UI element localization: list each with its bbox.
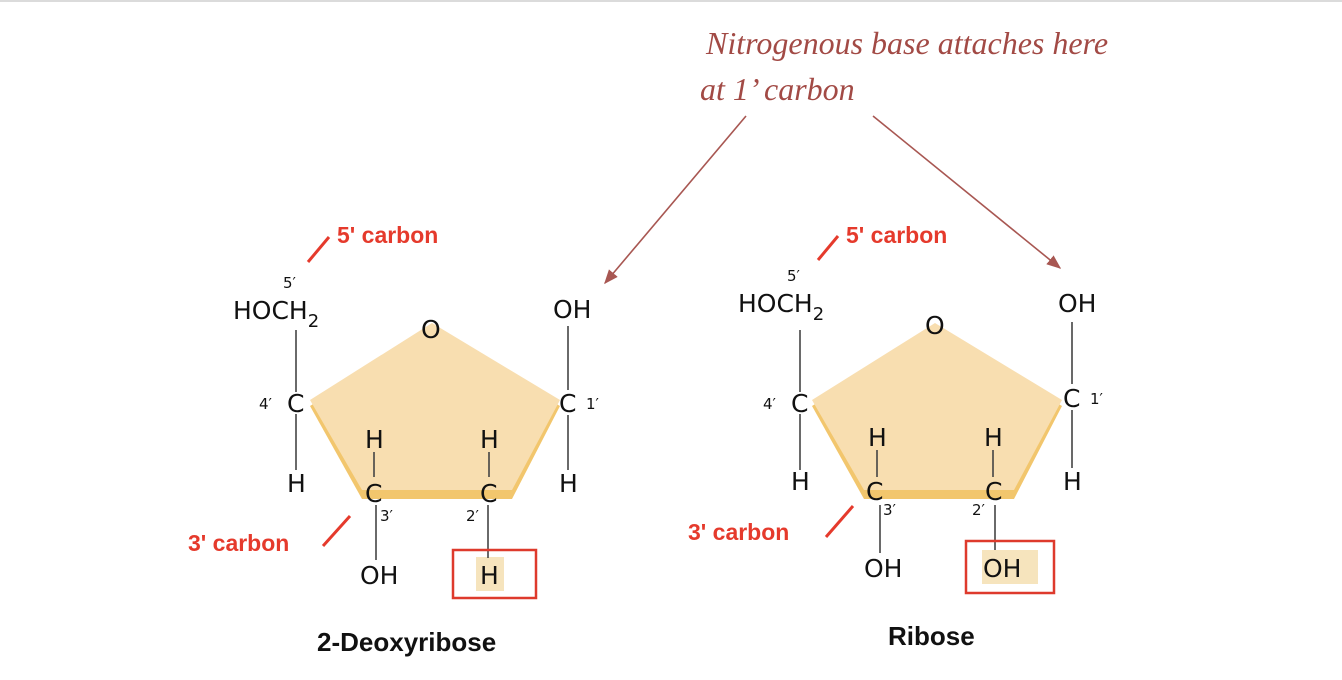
- ribose-c3-prime: 3′: [883, 501, 897, 519]
- deoxyribose-c2-prime: 2′: [466, 507, 480, 525]
- deoxyribose-c4-h: H: [287, 469, 306, 498]
- deoxyribose-structure: 5' carbon 3' carbon 5′ HOCH2 O OH C 1′ H…: [188, 222, 600, 657]
- ribose-hoch2: HOCH2: [738, 289, 824, 325]
- deoxyribose-c2-substituent-box: [451, 548, 538, 600]
- deoxyribose-c3-oh: OH: [360, 561, 398, 590]
- deoxyribose-3prime-pointer: [321, 514, 352, 548]
- ribose-structure: 5' carbon 3' carbon 5′ HOCH2 O OH C 1′ H…: [688, 222, 1104, 651]
- ribose-c1-h: H: [1063, 467, 1082, 496]
- deoxyribose-ring: [310, 323, 560, 490]
- deoxyribose-name: 2-Deoxyribose: [317, 627, 496, 657]
- deoxyribose-3prime-label: 3' carbon: [188, 530, 289, 556]
- ribose-ring: [812, 323, 1062, 490]
- ribose-c5-prime: 5′: [787, 267, 801, 285]
- deoxyribose-hoch2: HOCH2: [233, 296, 319, 332]
- annotation-line-2: at 1’ carbon: [700, 71, 855, 107]
- deoxyribose-c2-h: H: [480, 425, 499, 454]
- ribose-c4-h: H: [791, 467, 810, 496]
- deoxyribose-c5-prime: 5′: [283, 274, 297, 292]
- deoxyribose-c2-substituent: H: [480, 561, 499, 590]
- deoxyribose-c4-prime: 4′: [259, 395, 273, 413]
- deoxyribose-c1: C: [559, 389, 576, 418]
- ribose-c2-prime: 2′: [972, 501, 986, 519]
- deoxyribose-ring-oxygen: O: [421, 315, 441, 344]
- ribose-c1-prime: 1′: [1090, 390, 1104, 408]
- deoxyribose-c3: C: [365, 479, 382, 508]
- ribose-3prime-label: 3' carbon: [688, 519, 789, 545]
- deoxyribose-c1-oh: OH: [553, 295, 591, 324]
- deoxyribose-c2-substituent-highlight: [476, 557, 504, 591]
- ribose-3prime-pointer: [824, 505, 855, 538]
- arrow-to-ribose-c1: [872, 115, 1062, 269]
- ribose-c3: C: [866, 477, 883, 506]
- ribose-c4: C: [791, 389, 808, 418]
- deoxyribose-c3-prime: 3′: [380, 507, 394, 525]
- ribose-c2-substituent-highlight: [982, 550, 1038, 584]
- ribose-c2-substituent: OH: [983, 554, 1021, 583]
- ribose-c4-prime: 4′: [763, 395, 777, 413]
- deoxyribose-c1-prime: 1′: [586, 395, 600, 413]
- annotation-line-1: Nitrogenous base attaches here: [705, 25, 1108, 61]
- ribose-ring-oxygen: O: [925, 311, 945, 340]
- ribose-c2-h: H: [984, 423, 1003, 452]
- ribose-c2-substituent-box: [964, 539, 1056, 595]
- deoxyribose-5prime-label: 5' carbon: [337, 222, 438, 248]
- ribose-c1-oh: OH: [1058, 289, 1096, 318]
- arrow-to-deoxyribose-c1: [604, 115, 747, 285]
- deoxyribose-c1-h: H: [559, 469, 578, 498]
- ribose-5prime-label: 5' carbon: [846, 222, 947, 248]
- ribose-name: Ribose: [888, 621, 975, 651]
- ribose-c1: C: [1063, 384, 1080, 413]
- deoxyribose-5prime-pointer: [306, 236, 331, 263]
- ribose-c2: C: [985, 477, 1002, 506]
- deoxyribose-c4: C: [287, 389, 304, 418]
- ribose-5prime-pointer: [816, 235, 840, 261]
- ribose-c3-oh: OH: [864, 554, 902, 583]
- deoxyribose-c3-h: H: [365, 425, 384, 454]
- ribose-c3-h: H: [868, 423, 887, 452]
- deoxyribose-c2: C: [480, 479, 497, 508]
